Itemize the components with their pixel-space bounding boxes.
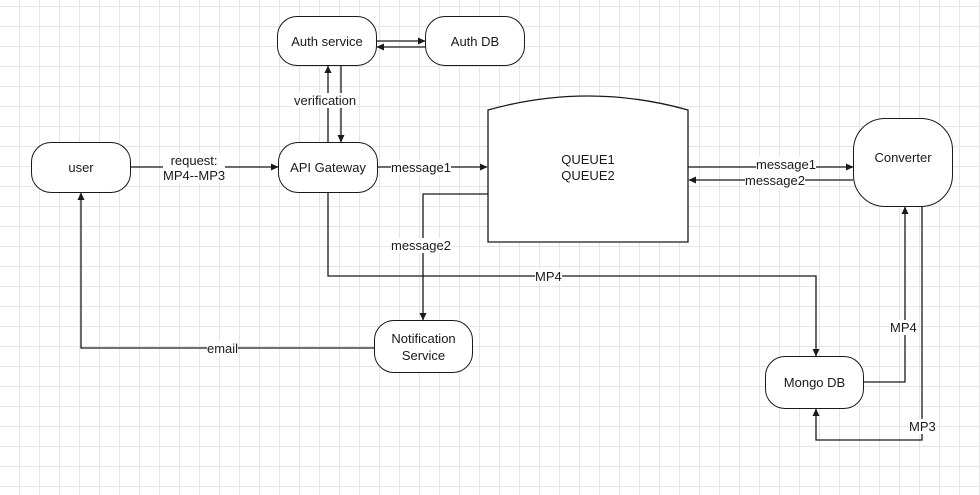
edge-email xyxy=(77,192,374,349)
edge-label-message2-to-notification: message2 xyxy=(391,238,451,253)
queue-shape[interactable] xyxy=(487,95,689,243)
edge-label-mp4-to-mongo: MP4 xyxy=(535,269,562,284)
user-label: user xyxy=(68,160,94,175)
auth-db-label: Auth DB xyxy=(450,33,500,49)
auth-service-node[interactable]: Auth service xyxy=(277,16,377,66)
api-gateway-node[interactable]: API Gateway xyxy=(278,142,378,193)
user-node[interactable]: user xyxy=(31,142,131,193)
converter-node[interactable]: Converter xyxy=(853,118,953,207)
auth-service-label: Auth service xyxy=(291,33,363,49)
edge-label-mp3-to-mongo: MP3 xyxy=(909,419,936,434)
edge-label-verification: verification xyxy=(294,93,357,108)
edge-label-message2-from-converter: message2 xyxy=(745,173,805,188)
edge-mp4-from-mongo xyxy=(864,206,909,383)
queue1-label: QUEUE1 xyxy=(561,152,615,167)
auth-db-node[interactable]: Auth DB xyxy=(425,16,525,66)
edge-label-message1-to-queue: message1 xyxy=(391,160,451,175)
api-gateway-label: API Gateway xyxy=(290,160,366,175)
converter-label: Converter xyxy=(874,150,932,165)
edge-label-message1-to-converter: message1 xyxy=(756,157,816,172)
edge-message2-to-notification xyxy=(419,193,488,321)
queue-label: QUEUE1 QUEUE2 xyxy=(488,152,688,184)
edge-label-email: email xyxy=(207,341,239,356)
edge-mp3-to-mongo xyxy=(812,205,923,441)
edge-mp4-to-mongo xyxy=(327,193,820,357)
mongo-db-label: Mongo DB xyxy=(783,375,846,390)
notification-service-label: Notification Service xyxy=(391,330,456,363)
mongo-db-node[interactable]: Mongo DB xyxy=(765,356,864,409)
notification-service-node[interactable]: Notification Service xyxy=(374,320,473,373)
edge-label-request: request: MP4--MP3 xyxy=(163,153,226,183)
edge-label-mp4-from-mongo: MP4 xyxy=(890,320,917,335)
queue2-label: QUEUE2 xyxy=(561,168,615,183)
